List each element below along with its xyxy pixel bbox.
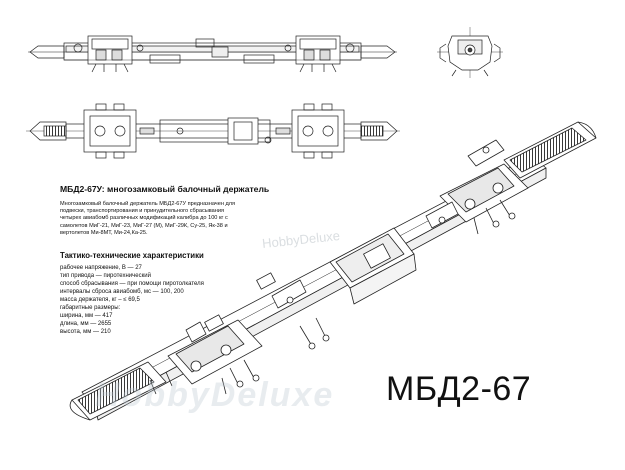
heading: МБД2-67У: многозамковый балочный держате…	[60, 184, 270, 194]
watermark-large: HobbyDeluxe	[95, 376, 335, 414]
spec-line: масса держателя, кг – ≤ 69,5	[60, 297, 140, 303]
description-line: подвески, транспортирования и принудител…	[60, 208, 225, 215]
description-line: самолетов МиГ-21, МиГ-23, МиГ-27 (М), Ми…	[60, 222, 228, 229]
description-line: вертолетов Ми-8МТ, Ми-24,Ка-25.	[60, 229, 148, 236]
description-line: Многозамковый балочный держатель МБД2-67…	[60, 201, 236, 207]
isometric-view-drawing	[69, 121, 597, 421]
spec-line: высота, мм — 210	[60, 329, 111, 335]
side-view-drawing	[28, 35, 397, 73]
spec-line: интервалы сброса авиабомб, мс — 100, 200	[60, 289, 184, 295]
description: Многозамковый балочный держатель МБД2-67…	[60, 201, 280, 237]
specs-list: рабочее напряжение, В — 27 тип привода —…	[60, 264, 204, 336]
spec-line: габаритные размеры:	[60, 305, 121, 311]
spec-line: тип привода — пиротехнический	[60, 273, 151, 279]
description-line: четырех авиабомб различных модификаций к…	[60, 215, 228, 222]
spec-line: ширина, мм — 417	[60, 313, 113, 319]
specs-title: Тактико-технические характеристики	[60, 251, 204, 260]
plan-view-drawing	[26, 103, 400, 159]
spec-line: рабочее напряжение, В — 27	[60, 265, 142, 271]
page-title: МБД2-67	[386, 370, 532, 408]
spec-line: длина, мм — 2655	[60, 321, 112, 327]
end-view-drawing	[437, 27, 503, 78]
spec-line: способ сбрасывания — при помощи пиротолк…	[60, 281, 204, 287]
